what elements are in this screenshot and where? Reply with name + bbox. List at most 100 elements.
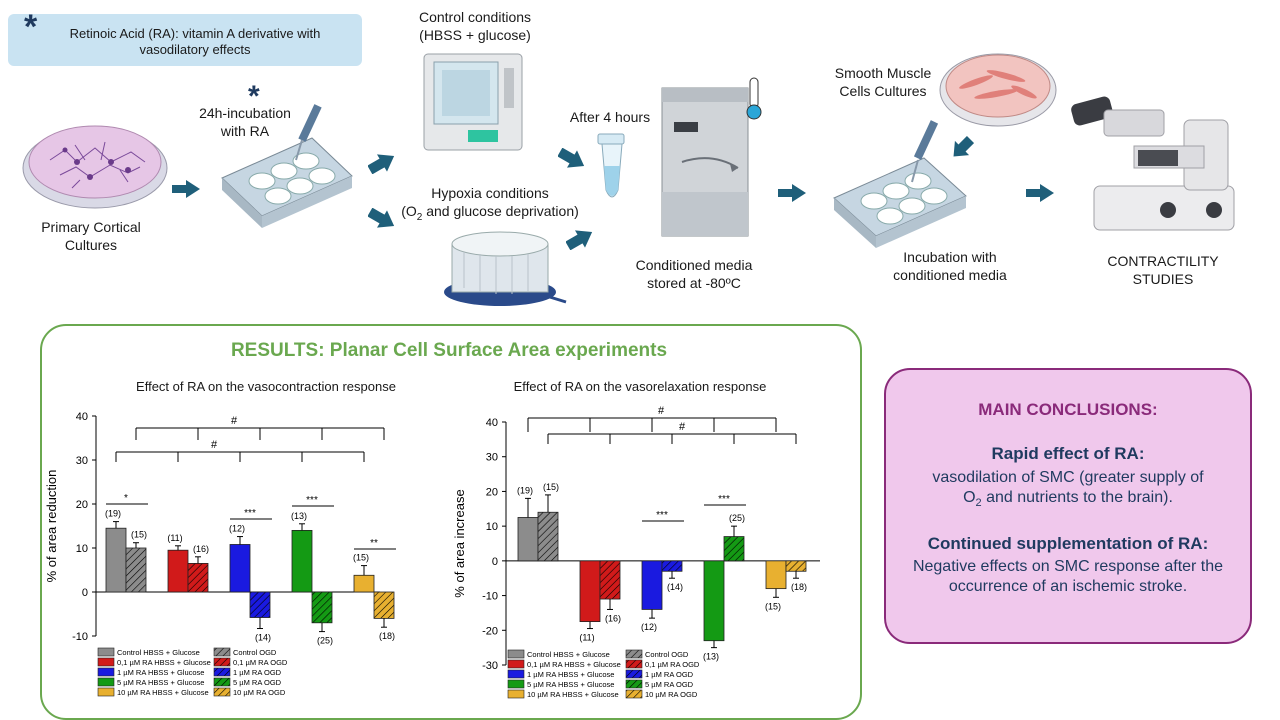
- significance-marker: ***: [656, 510, 668, 521]
- sample-size-label: (15): [353, 553, 369, 563]
- sample-size-label: (25): [317, 636, 333, 646]
- after-4-hours-label: After 4 hours: [569, 109, 651, 125]
- bar: [537, 511, 559, 562]
- y-tick-label: 10: [76, 543, 88, 555]
- legend-swatch: [507, 669, 525, 679]
- legend-swatch: [507, 679, 525, 689]
- legend-label: Control HBSS + Glucose: [117, 648, 200, 657]
- arrow-up-right-icon: [368, 154, 395, 174]
- arrow-right-icon: [172, 180, 200, 198]
- legend-swatch: [625, 649, 643, 659]
- significance-marker: ***: [718, 494, 730, 505]
- bar: [353, 574, 375, 593]
- y-tick-label: 20: [76, 499, 88, 511]
- y-tick-label: 10: [486, 521, 498, 533]
- legend-label: Control OGD: [645, 650, 689, 659]
- hypoxia-conditions-label: Hypoxia conditions (O2 and glucose depri…: [401, 185, 579, 223]
- sample-size-label: (19): [517, 485, 533, 495]
- results-panel: [40, 324, 862, 720]
- bar: [723, 536, 745, 562]
- continued-supplementation-body: Negative effects on SMC response after t…: [912, 558, 1224, 595]
- smc-petri-dish-icon: [939, 53, 1057, 127]
- legend-label: 5 µM RA HBSS + Glucose: [117, 678, 204, 687]
- bar: [229, 544, 251, 593]
- comparison-marker: #: [231, 415, 238, 427]
- y-tick-label: 0: [82, 587, 88, 599]
- sample-size-label: (11): [579, 633, 594, 643]
- bar: [105, 527, 127, 593]
- legend-swatch: [97, 677, 115, 687]
- legend-label: 1 µM RA HBSS + Glucose: [527, 670, 614, 679]
- conclusions-panel: [884, 368, 1252, 644]
- bar: [187, 562, 209, 593]
- contractility-label: CONTRACTILITY STUDIES: [1107, 253, 1219, 287]
- bar: [249, 591, 271, 618]
- bar: [373, 591, 395, 619]
- legend-swatch: [213, 647, 231, 657]
- legend-swatch: [97, 647, 115, 657]
- sample-size-label: (18): [791, 582, 807, 592]
- sample-size-label: (11): [167, 533, 182, 543]
- sample-size-label: (16): [605, 613, 621, 623]
- legend-swatch: [213, 667, 231, 677]
- ra-note-box: [8, 14, 362, 66]
- control-conditions-label: Control conditions (HBSS + glucose): [418, 9, 532, 43]
- rapid-effect-title: Rapid effect of RA:: [991, 444, 1145, 463]
- legend-label: 10 µM RA OGD: [233, 688, 286, 697]
- arrow-right-icon: [778, 184, 806, 202]
- arrow-right-icon: [1026, 184, 1054, 202]
- incubation-label: 24h-incubation with RA: [199, 105, 291, 139]
- sample-size-label: (13): [291, 511, 307, 521]
- sample-size-label: (12): [229, 524, 245, 534]
- legend-swatch: [97, 657, 115, 667]
- legend-swatch: [625, 669, 643, 679]
- bar: [311, 591, 333, 624]
- y-tick-label: 20: [486, 486, 498, 498]
- y-tick-label: -10: [482, 591, 498, 603]
- chart-title: Effect of RA on the vasocontraction resp…: [136, 379, 396, 394]
- comparison-marker: #: [679, 421, 686, 433]
- legend-label: 1 µM RA OGD: [233, 668, 282, 677]
- significance-marker: *: [124, 493, 128, 504]
- legend-swatch: [507, 649, 525, 659]
- y-tick-label: 40: [76, 411, 88, 423]
- hypoxia-chamber-icon: [444, 231, 567, 306]
- bar: [641, 560, 663, 610]
- legend-label: 5 µM RA HBSS + Glucose: [527, 680, 614, 689]
- significance-marker: **: [370, 538, 378, 549]
- sample-size-label: (14): [667, 582, 683, 592]
- y-axis-label: % of area increase: [452, 489, 467, 597]
- sample-size-label: (16): [193, 544, 209, 554]
- incubation-conditioned-label: Incubation with conditioned media: [893, 249, 1007, 283]
- legend-swatch: [507, 659, 525, 669]
- comparison-marker: #: [211, 439, 218, 451]
- legend-label: 5 µM RA OGD: [233, 678, 282, 687]
- well-plate-pipette-icon: [833, 120, 967, 248]
- y-tick-label: 30: [76, 455, 88, 467]
- legend-swatch: [97, 687, 115, 697]
- well-plate-pipette-icon: [221, 104, 353, 228]
- continued-supplementation-title: Continued supplementation of RA:: [927, 534, 1209, 553]
- arrow-down-left-icon: [953, 136, 974, 157]
- arrow-up-right-icon: [566, 230, 593, 250]
- y-tick-label: 40: [486, 417, 498, 429]
- legend-label: 10 µM RA OGD: [645, 690, 698, 699]
- results-title: RESULTS: Planar Cell Surface Area experi…: [230, 340, 668, 361]
- sample-size-label: (19): [105, 509, 121, 519]
- legend-swatch: [97, 667, 115, 677]
- sample-size-label: (18): [379, 631, 395, 641]
- legend-label: Control OGD: [233, 648, 277, 657]
- sample-size-label: (14): [255, 633, 271, 643]
- sample-size-label: (15): [543, 482, 559, 492]
- incubator-icon: [423, 53, 523, 151]
- significance-marker: ***: [306, 495, 318, 506]
- legend-swatch: [625, 689, 643, 699]
- rapid-effect-body: vasodilation of SMC (greater supply of O…: [932, 469, 1204, 510]
- y-tick-label: 30: [486, 452, 498, 464]
- y-tick-label: -20: [482, 625, 498, 637]
- sample-size-label: (15): [131, 530, 147, 540]
- sample-size-label: (13): [703, 652, 719, 662]
- bar: [785, 560, 807, 572]
